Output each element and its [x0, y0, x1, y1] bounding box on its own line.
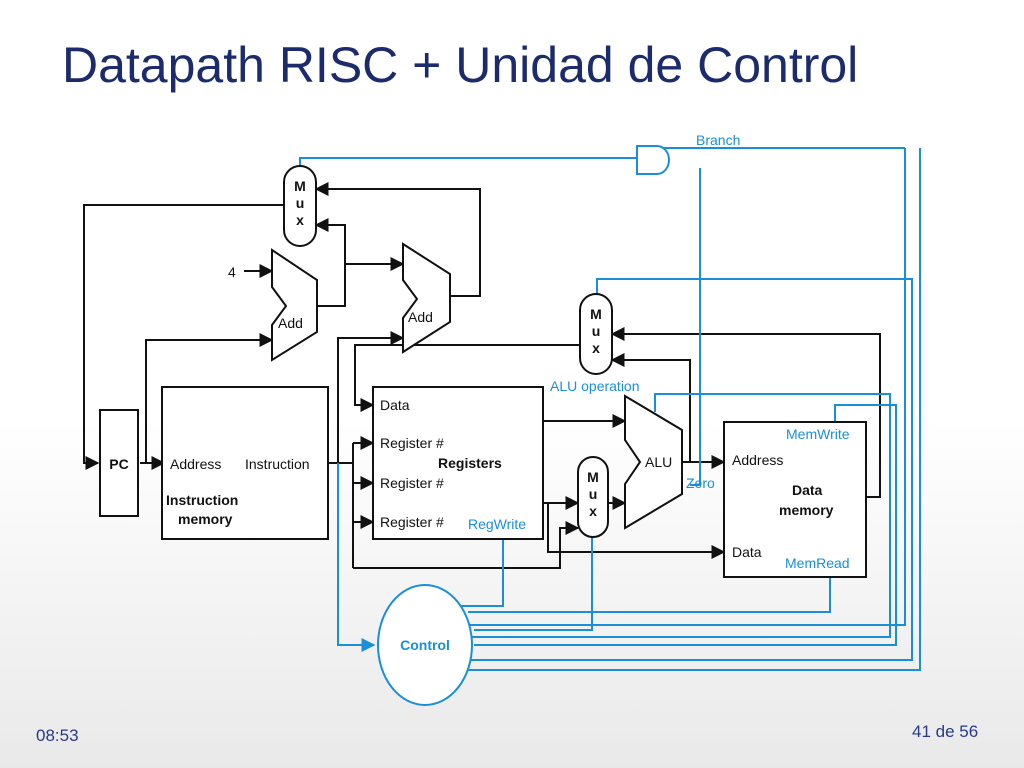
- pc-label: PC: [109, 456, 128, 472]
- mux-label-u: u: [592, 323, 601, 339]
- adder-label: Add: [408, 309, 433, 325]
- data-label: Data: [732, 544, 762, 560]
- mux-label-u: u: [296, 195, 305, 211]
- mux-label-x: x: [592, 340, 600, 356]
- alu-operation-label: ALU operation: [550, 378, 640, 394]
- control-unit: [377, 584, 473, 706]
- register-file: [372, 386, 544, 540]
- branch-adder: [402, 242, 451, 354]
- adder-label: Add: [278, 315, 303, 331]
- mux-label-u: u: [589, 486, 598, 502]
- instruction-memory-label: Instruction: [166, 492, 238, 508]
- branch-and-gate: [636, 145, 670, 175]
- zero-label: Zero: [686, 475, 715, 491]
- mux-label-x: x: [296, 212, 304, 228]
- registers-label: Registers: [438, 455, 502, 471]
- slide-page-number: 41 de 56: [912, 722, 979, 741]
- constant-four: 4: [228, 264, 236, 280]
- instruction-memory-label-2: memory: [178, 511, 233, 527]
- data-wires: [83, 182, 881, 569]
- instruction-memory: [161, 386, 329, 540]
- register-num-label: Register #: [380, 475, 444, 491]
- alu-source-mux: [577, 456, 609, 538]
- writeback-mux: [579, 293, 613, 375]
- address-label: Address: [732, 452, 783, 468]
- mux-label-m: M: [587, 469, 599, 485]
- branch-label: Branch: [696, 132, 740, 148]
- data-label: Data: [380, 397, 410, 413]
- control-wires: [299, 147, 921, 671]
- data-memory: [723, 421, 867, 578]
- regwrite-label: RegWrite: [468, 516, 526, 532]
- slide-time: 08:53: [36, 726, 79, 745]
- slide-title: Datapath RISC + Unidad de Control: [62, 37, 859, 93]
- program-counter: [99, 409, 139, 517]
- memwrite-label: MemWrite: [786, 426, 850, 442]
- control-label: Control: [400, 637, 450, 653]
- mux-label-m: M: [294, 178, 306, 194]
- alu-label: ALU: [645, 454, 672, 470]
- data-memory-label-2: memory: [779, 502, 834, 518]
- data-memory-label: Data: [792, 482, 823, 498]
- pc-adder: [271, 248, 318, 362]
- register-num-label: Register #: [380, 435, 444, 451]
- mux-label-m: M: [590, 306, 602, 322]
- mux-label-x: x: [589, 503, 597, 519]
- instruction-label: Instruction: [245, 456, 310, 472]
- register-num-label: Register #: [380, 514, 444, 530]
- alu: [624, 394, 683, 530]
- memread-label: MemRead: [785, 555, 850, 571]
- pc-source-mux: [283, 165, 317, 247]
- address-label: Address: [170, 456, 221, 472]
